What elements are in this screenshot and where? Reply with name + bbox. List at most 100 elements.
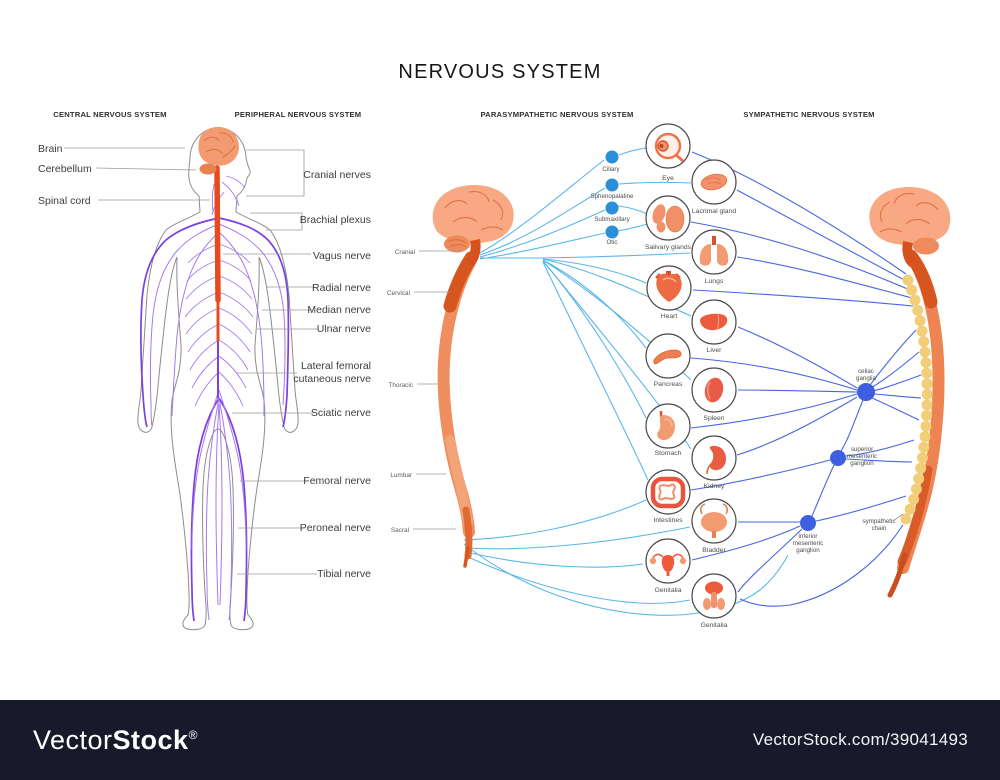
label-sciatic-nerve: Sciatic nerve: [311, 407, 371, 419]
vectorstock-logo: VectorStock®: [33, 725, 198, 756]
body-label-lines: [64, 147, 318, 575]
label-sympathetic-chain-2: chain: [872, 525, 887, 532]
parasympathetic-ganglia: Ciliary Sphenopalatine Submaxillary Otic: [590, 150, 634, 246]
human-body-figure: [137, 126, 299, 631]
sympathetic-brain-cord: [869, 187, 951, 598]
label-celiac-2: ganglia: [856, 375, 877, 382]
sphenopalatine-ganglion-dot: [605, 178, 619, 192]
header-peripheral-nervous-system: PERIPHERAL NERVOUS SYSTEM: [235, 110, 362, 119]
label-submaxillary: Submaxillary: [594, 216, 630, 223]
organ-heart: [646, 265, 692, 311]
header-central-nervous-system: CENTRAL NERVOUS SYSTEM: [53, 110, 166, 119]
label-lumbar: Lumbar: [390, 472, 413, 479]
label-femoral-nerve: Femoral nerve: [303, 475, 371, 487]
label-inferior-3: ganglion: [796, 547, 820, 554]
header-sympathetic-nervous-system: SYMPATHETIC NERVOUS SYSTEM: [743, 110, 874, 119]
label-peroneal-nerve: Peroneal nerve: [300, 522, 371, 534]
logo-vector-text: Vector: [33, 724, 113, 755]
organ-labels: Eye Lacrimal gland Salivary glands Lungs…: [645, 175, 736, 629]
page-title: NERVOUS SYSTEM: [398, 61, 601, 83]
label-cervical: Cervical: [387, 290, 410, 297]
organ-lungs: [691, 229, 737, 275]
label-kidney: Kidney: [704, 483, 725, 490]
pns-labels: Cranial nerves Brachial plexus Vagus ner…: [293, 169, 371, 580]
peripheral-nerves-purple: [140, 175, 290, 622]
label-cranial: Cranial: [395, 249, 415, 256]
sympathetic-chain-pointer: [892, 513, 904, 522]
organ-spleen: [691, 367, 737, 413]
spine-level-lines: [413, 250, 462, 530]
label-brachial-plexus: Brachial plexus: [300, 214, 371, 226]
label-celiac-1: celiac: [858, 368, 874, 375]
inferior-mesenteric-ganglion-dot: [800, 515, 816, 531]
organ-lacrimal-gland: [691, 159, 737, 205]
body-outline: [137, 127, 299, 631]
organ-genitalia-female: [645, 538, 691, 584]
organ-intestines: [645, 469, 691, 515]
label-genitalia-female: Genitalia: [655, 587, 682, 594]
label-superior-1: superior: [851, 446, 873, 453]
cns-labels: Brain Cerebellum Spinal cord: [38, 143, 92, 207]
label-brain: Brain: [38, 143, 63, 155]
nervous-system-illustration: NERVOUS SYSTEM CENTRAL NERVOUS SYSTEM PE…: [38, 61, 951, 631]
organ-bladder: [691, 498, 737, 544]
label-eye: Eye: [662, 175, 674, 182]
organ-kidney: [691, 435, 737, 481]
parasympathetic-brain-cord: [432, 185, 514, 568]
label-vagus-nerve: Vagus nerve: [313, 250, 371, 262]
label-cranial-nerves: Cranial nerves: [303, 169, 371, 181]
logo-stock-text: Stock: [112, 724, 189, 755]
organ-pancreas: [645, 333, 691, 379]
label-inferior-1: inferior: [799, 533, 818, 540]
sympathetic-chain: [900, 274, 933, 525]
watermark-bar: VectorStock® VectorStock.com/39041493: [0, 700, 1000, 780]
celiac-ganglia-dot: [857, 383, 875, 401]
cerebellum-in-head: [199, 163, 217, 175]
organ-liver: [691, 299, 737, 345]
label-superior-3: ganglion: [850, 460, 874, 467]
brain-in-head: [198, 126, 239, 175]
label-lacrimal-gland: Lacrimal gland: [692, 208, 736, 215]
ciliary-ganglion-dot: [605, 150, 619, 164]
superior-mesenteric-ganglion-dot: [830, 450, 846, 466]
label-spinal-cord: Spinal cord: [38, 195, 91, 207]
otic-ganglion-dot: [605, 225, 619, 239]
spinal-cord-red: [214, 165, 221, 303]
label-inferior-2: mesenteric: [793, 540, 823, 547]
organ-icons: [645, 123, 737, 619]
sympathetic-ganglia: celiac ganglia superior mesenteric gangl…: [793, 368, 904, 554]
label-spleen: Spleen: [703, 415, 724, 422]
organ-genitalia-male: [691, 573, 737, 619]
label-heart: Heart: [661, 313, 678, 320]
label-sphenopalatine: Sphenopalatine: [590, 193, 634, 200]
sympathetic-nerve-lines: [690, 151, 922, 607]
label-salivary-glands: Salivary glands: [645, 244, 692, 251]
label-lateral-femoral-line1: Lateral femoral: [301, 360, 371, 372]
label-genitalia-male: Genitalia: [701, 622, 728, 629]
organ-eye: [645, 123, 691, 169]
label-pancreas: Pancreas: [654, 381, 683, 388]
label-thoracic: Thoracic: [388, 382, 413, 389]
spine-level-labels: Cranial Cervical Thoracic Lumbar Sacral: [387, 249, 415, 534]
organ-stomach: [645, 403, 691, 449]
label-tibial-nerve: Tibial nerve: [317, 568, 371, 580]
label-radial-nerve: Radial nerve: [312, 282, 371, 294]
label-otic: Otic: [606, 239, 617, 246]
label-ciliary: Ciliary: [602, 166, 620, 173]
label-cerebellum: Cerebellum: [38, 163, 92, 175]
label-bladder: Bladder: [702, 547, 726, 554]
organ-salivary-glands: [645, 195, 691, 241]
label-liver: Liver: [707, 347, 722, 354]
header-parasympathetic-nervous-system: PARASYMPATHETIC NERVOUS SYSTEM: [480, 110, 633, 119]
para-brain: [432, 185, 514, 267]
sym-brain: [869, 187, 951, 267]
label-sacral: Sacral: [391, 527, 409, 534]
registered-mark: ®: [188, 727, 198, 742]
label-median-nerve: Median nerve: [307, 304, 371, 316]
label-sympathetic-chain-1: sympathetic: [862, 518, 895, 525]
label-lateral-femoral-line2: cutaneous nerve: [293, 373, 371, 385]
label-intestines: Intestines: [653, 517, 683, 524]
label-ulnar-nerve: Ulnar nerve: [317, 323, 371, 335]
submaxillary-ganglion-dot: [605, 201, 619, 215]
